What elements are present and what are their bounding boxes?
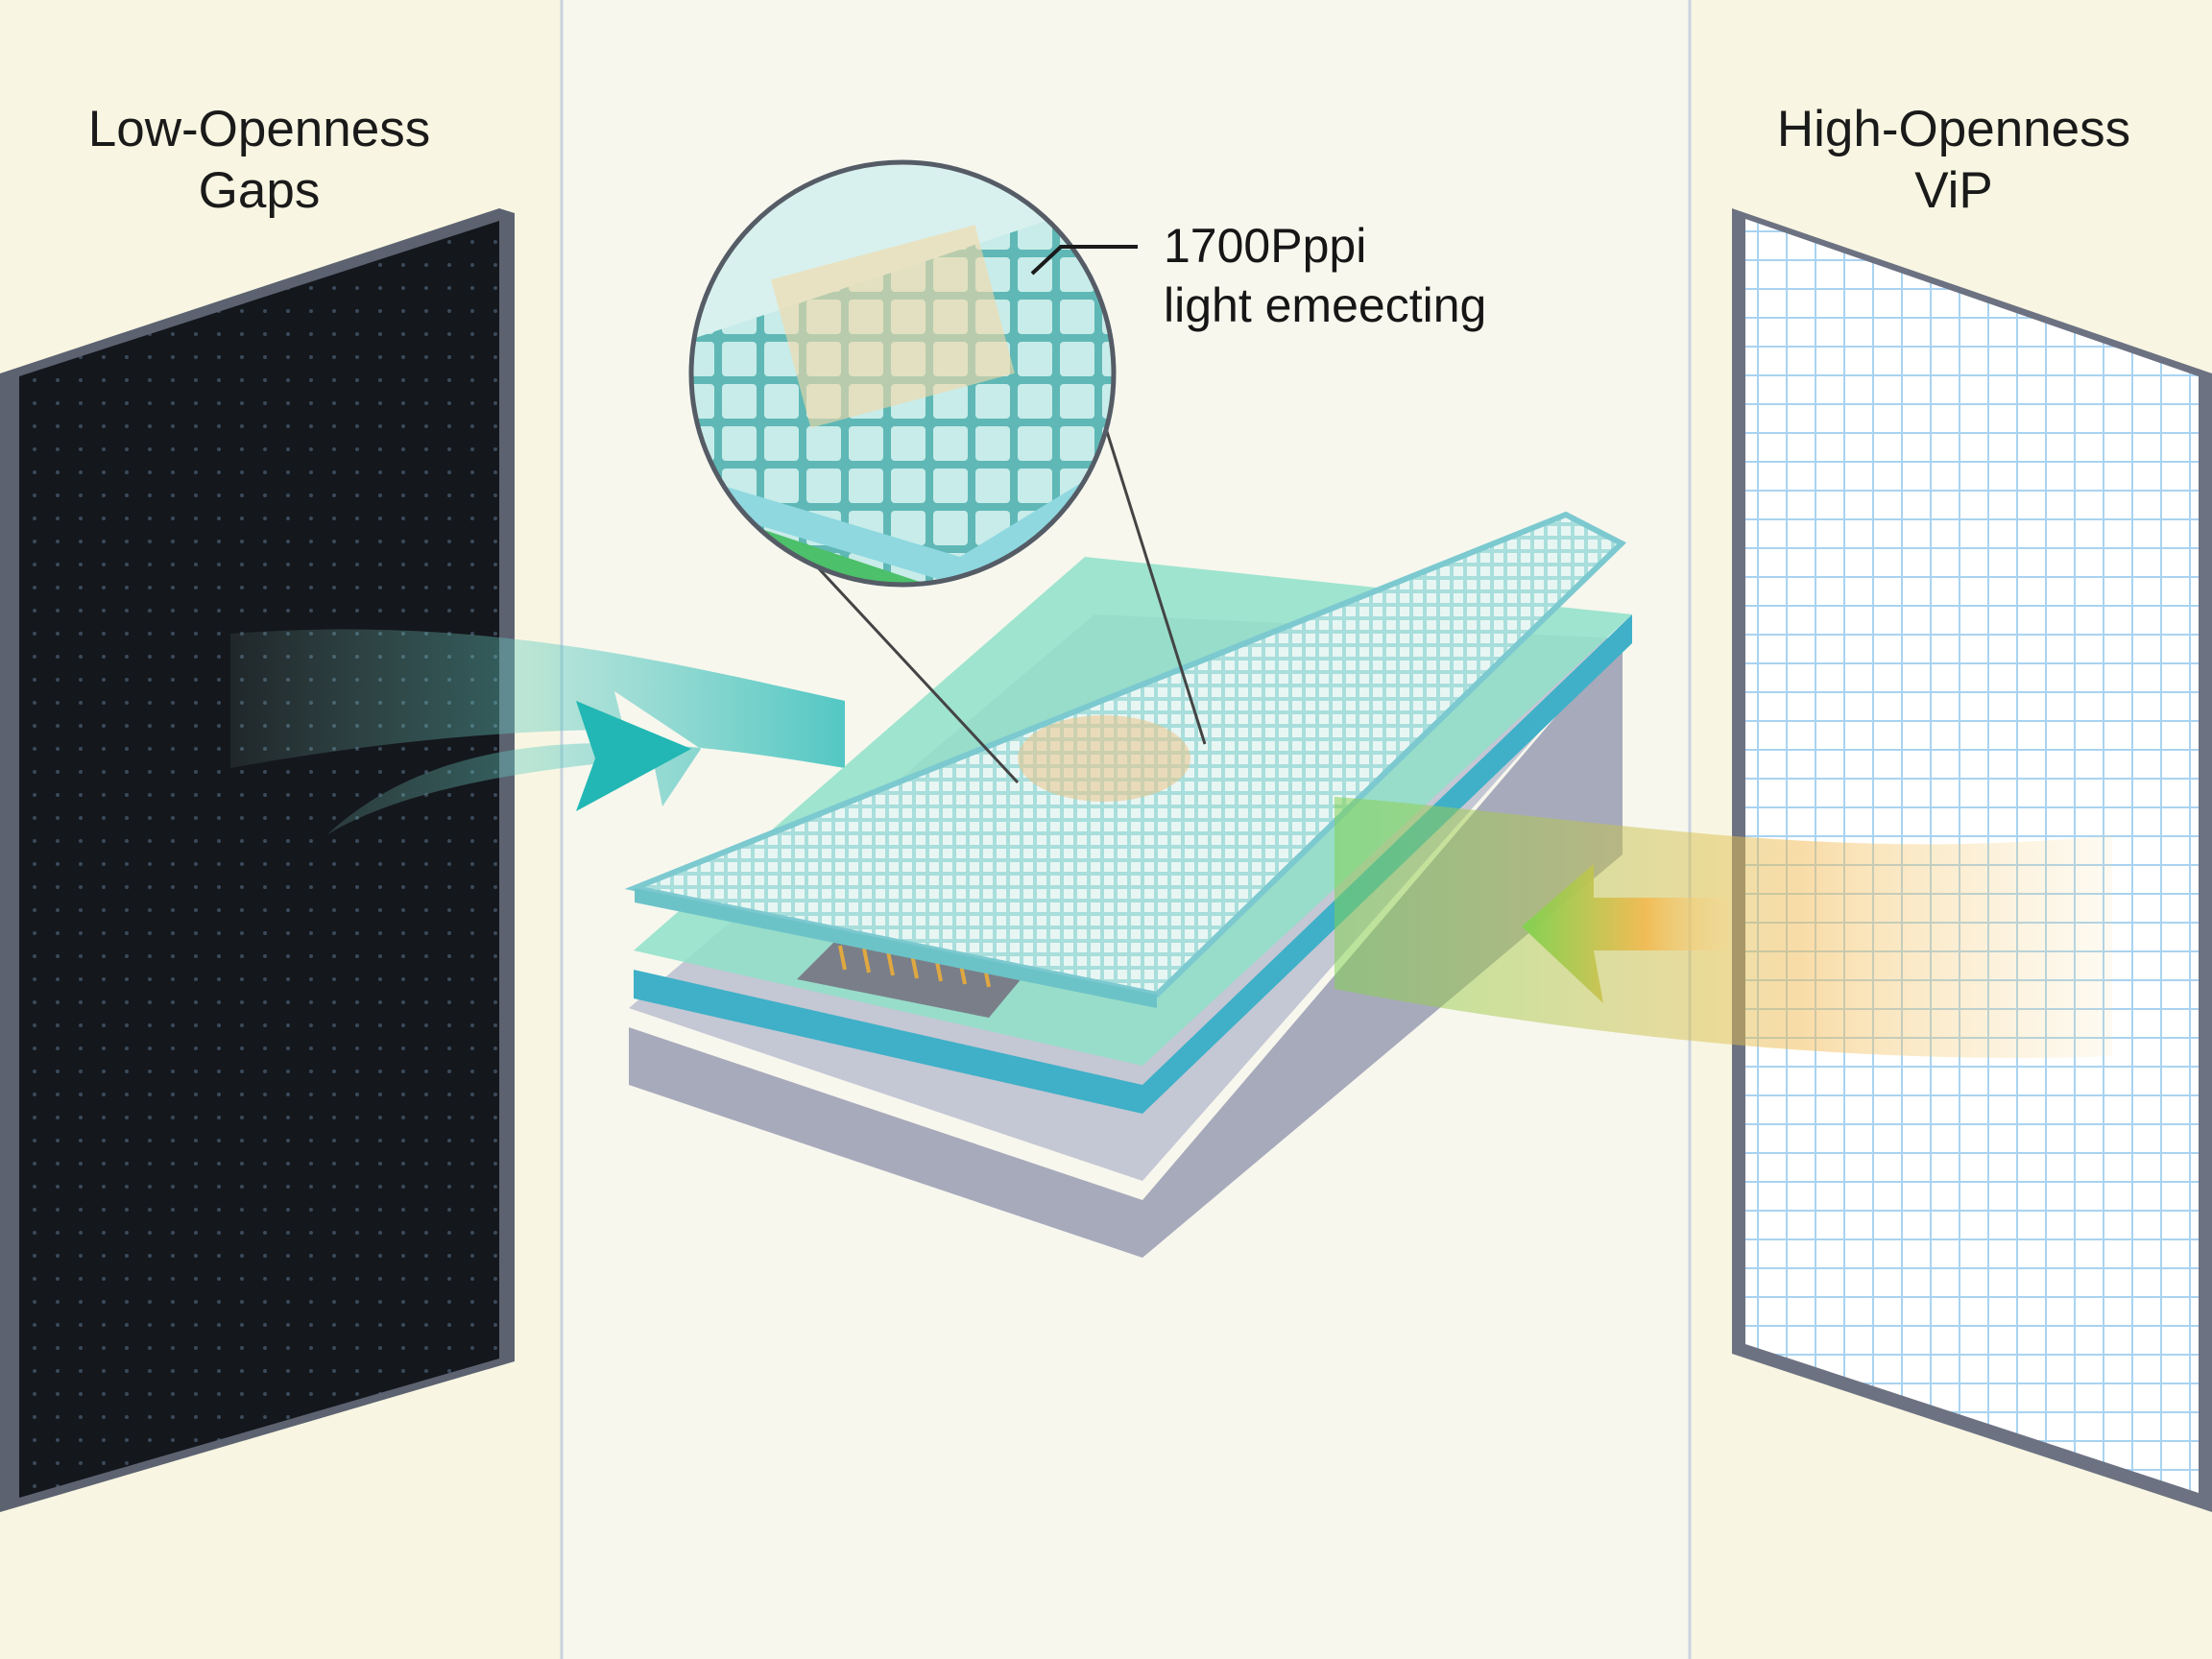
low-openness-panel	[0, 208, 515, 1512]
left-arrowhead	[576, 701, 691, 811]
right-arrowhead	[1522, 864, 1728, 1003]
pixel-density-callout: 1700Pppi light emeecting	[1164, 216, 1486, 335]
right-title-line1: High-Openness	[1776, 101, 2131, 157]
callout-leader	[1030, 245, 1138, 276]
right-title-line2: ViP	[1914, 162, 1993, 219]
left-panel-title: Low-Openness Gaps	[58, 99, 461, 222]
display-device	[624, 511, 1632, 1258]
magnifier-inset	[688, 159, 1207, 784]
left-title-line2: Gaps	[198, 162, 321, 219]
callout-line1: 1700Pppi	[1164, 219, 1367, 273]
left-arrow	[230, 629, 845, 835]
left-title-line1: Low-Openness	[87, 101, 431, 157]
highlighted-pixel-area	[1018, 715, 1190, 802]
callout-line2: light emeecting	[1164, 278, 1487, 332]
right-panel-title: High-Openness ViP	[1743, 99, 2165, 222]
